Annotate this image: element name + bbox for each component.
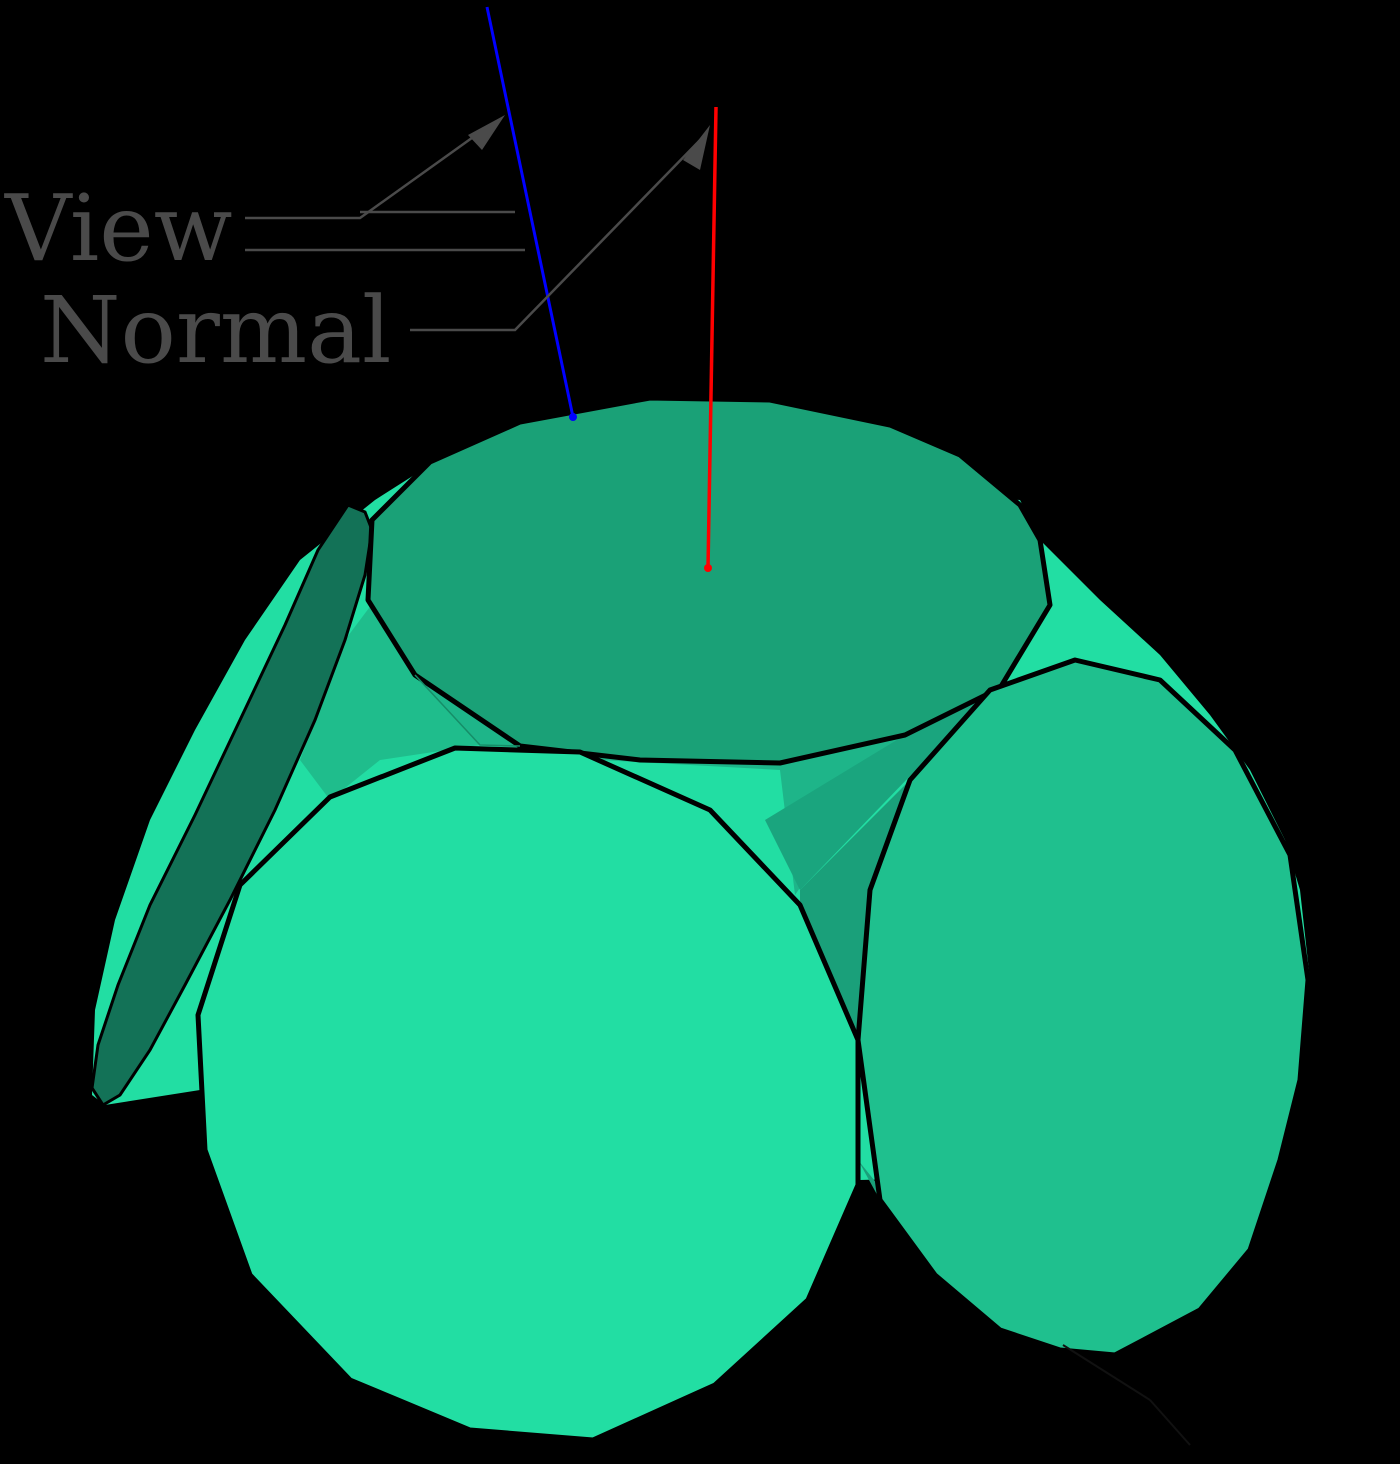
- normal-vector: [704, 106, 718, 572]
- normal-vector-line: [706, 106, 718, 569]
- normal-vector-origin: [704, 564, 712, 572]
- label-leaders: [245, 123, 706, 332]
- right-face: [855, 657, 1311, 1358]
- outer-edge-marks: [1062, 1344, 1191, 1446]
- front-face: [195, 745, 861, 1443]
- view-vector-origin: [569, 413, 577, 421]
- view-label: View: [4, 175, 232, 282]
- view-vector-line: [485, 6, 575, 418]
- view-vector: [485, 6, 577, 421]
- left-face: [90, 503, 374, 1108]
- normal-arrowhead: [683, 125, 710, 170]
- body-side-right-gap: [800, 780, 910, 1160]
- view-arrowhead: [468, 115, 505, 150]
- normal-leader: [410, 134, 706, 332]
- body-side-dark-center: [765, 688, 995, 890]
- top-face: [365, 395, 1053, 766]
- view-leader: [245, 123, 491, 220]
- normal-label: Normal: [40, 277, 391, 384]
- body-side-mid-left: [300, 600, 480, 800]
- top-face-inner-edge: [414, 674, 521, 747]
